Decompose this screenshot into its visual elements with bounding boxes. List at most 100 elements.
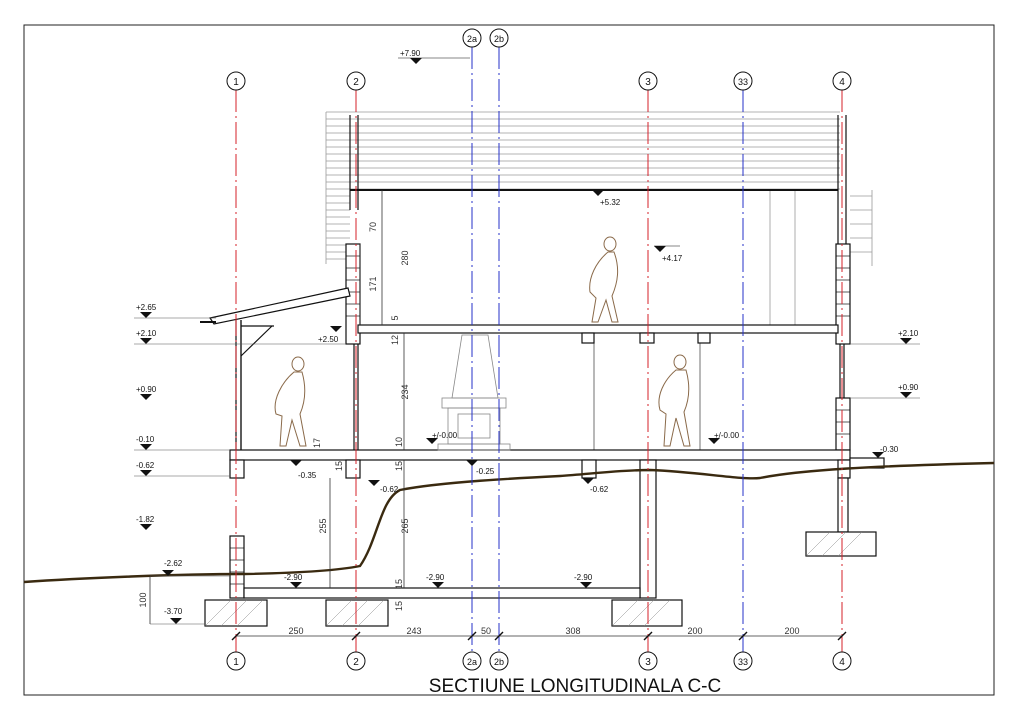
axis-marker-1-bottom: 1 (226, 651, 246, 671)
svg-text:+7.90: +7.90 (400, 49, 421, 58)
level-minus-1-82: -1.82 (136, 515, 155, 530)
svg-text:33: 33 (738, 657, 748, 667)
svg-text:+2.10: +2.10 (136, 329, 157, 338)
level-5-32: +5.32 (592, 190, 621, 207)
svg-text:-2.90: -2.90 (284, 573, 303, 582)
level-minus-2-90-a: -2.90 (284, 573, 303, 588)
level-0-90-left: +0.90 (136, 385, 157, 400)
svg-text:+4.17: +4.17 (662, 254, 683, 263)
level-reference-lines (134, 317, 920, 625)
svg-text:+0.90: +0.90 (136, 385, 157, 394)
svg-text:1: 1 (233, 77, 239, 88)
level-minus-0-35: -0.35 (290, 460, 317, 480)
axis-marker-3-top: 3 (638, 71, 658, 91)
svg-text:280: 280 (400, 250, 410, 265)
svg-text:265: 265 (400, 518, 410, 533)
svg-text:4: 4 (839, 77, 845, 88)
svg-text:-0.35: -0.35 (298, 471, 317, 480)
level-minus-2-90-b: -2.90 (426, 573, 445, 588)
dim-2a-2b: 50 (481, 626, 491, 636)
svg-text:255: 255 (318, 518, 328, 533)
axis-markers-top: 1 2 2a 2b 3 33 4 (226, 28, 852, 91)
svg-text:-2.62: -2.62 (164, 559, 183, 568)
level-0-00-a: +/-0.00 (426, 431, 458, 444)
person-figure-icons (274, 236, 691, 447)
dim-2-2a: 243 (406, 626, 421, 636)
svg-text:10: 10 (394, 437, 404, 447)
svg-text:-0.62: -0.62 (380, 485, 399, 494)
axis-markers-bottom: 1 2 2a 2b 3 33 4 (226, 651, 852, 671)
level-2-10-left: +2.10 (136, 329, 157, 344)
dim-3-33: 200 (687, 626, 702, 636)
drawing-title: SECTIUNE LONGITUDINALA C-C (429, 676, 721, 697)
svg-text:2a: 2a (467, 34, 477, 44)
svg-text:33: 33 (738, 77, 748, 87)
axis-marker-4-bottom: 4 (832, 651, 852, 671)
level-2-10-right: +2.10 (898, 329, 919, 344)
svg-text:3: 3 (645, 77, 651, 88)
level-markers: +7.90 +5.32 +4.17 +2.65 +2.50 +2.10 +2.1… (136, 49, 919, 624)
axis-marker-2b-bottom: 2b (489, 651, 509, 671)
vertical-dimension-labels: 70 280 171 5 12 234 10 17 15 15 255 265 … (138, 222, 410, 611)
axis-marker-2b-top: 2b (489, 28, 509, 48)
level-minus-0-10: -0.10 (136, 435, 155, 450)
vertical-dimension-lines (149, 190, 405, 624)
level-minus-0-30: -0.30 (872, 445, 899, 458)
level-minus-2-62: -2.62 (162, 559, 183, 576)
dim-2b-3: 308 (565, 626, 580, 636)
dim-1-2: 250 (288, 626, 303, 636)
level-minus-3-70: -3.70 (164, 607, 183, 624)
svg-text:2a: 2a (467, 657, 477, 667)
svg-text:-1.82: -1.82 (136, 515, 155, 524)
svg-text:+2.10: +2.10 (898, 329, 919, 338)
svg-text:2b: 2b (494, 34, 504, 44)
level-minus-0-62-right: -0.62 (582, 478, 609, 494)
axis-marker-2-top: 2 (346, 71, 366, 91)
svg-text:-0.62: -0.62 (590, 485, 609, 494)
axis-marker-1-top: 1 (226, 71, 246, 91)
svg-text:+2.50: +2.50 (318, 335, 339, 344)
level-7-90: +7.90 (398, 49, 470, 64)
terrain-line (23, 461, 995, 584)
svg-text:15: 15 (394, 579, 404, 589)
svg-text:15: 15 (394, 461, 404, 471)
svg-text:-0.30: -0.30 (880, 445, 899, 454)
level-minus-0-62-left: -0.62 (136, 461, 155, 476)
foundation-hatch (204, 531, 863, 627)
axis-marker-2a-top: 2a (462, 28, 482, 48)
svg-text:2: 2 (353, 77, 359, 88)
svg-text:5: 5 (390, 315, 400, 320)
level-2-50: +2.50 (318, 326, 342, 344)
level-0-90-right: +0.90 (898, 383, 919, 398)
level-minus-0-25: -0.25 (466, 460, 495, 476)
svg-text:15: 15 (394, 601, 404, 611)
roof-cladding (325, 111, 873, 325)
svg-text:-2.90: -2.90 (426, 573, 445, 582)
svg-text:-0.62: -0.62 (136, 461, 155, 470)
svg-text:12: 12 (390, 335, 400, 345)
svg-text:70: 70 (368, 222, 378, 232)
svg-text:+/-0.00: +/-0.00 (432, 431, 458, 440)
foundations (204, 531, 877, 627)
svg-text:100: 100 (138, 592, 148, 607)
level-minus-0-62-mid: -0.62 (368, 480, 399, 494)
svg-text:3: 3 (645, 657, 651, 668)
svg-text:1: 1 (233, 657, 239, 668)
axis-marker-3-bottom: 3 (638, 651, 658, 671)
attic-slab (357, 324, 839, 450)
svg-text:-0.10: -0.10 (136, 435, 155, 444)
svg-text:-3.70: -3.70 (164, 607, 183, 616)
fireplace (437, 334, 511, 451)
svg-text:-2.90: -2.90 (574, 573, 593, 582)
ground-slab (229, 449, 885, 599)
svg-text:234: 234 (400, 384, 410, 399)
svg-text:2: 2 (353, 657, 359, 668)
axis-lines (235, 47, 843, 652)
sheet-frame (23, 24, 995, 696)
svg-text:17: 17 (312, 438, 322, 448)
porch-canopy (200, 287, 351, 450)
svg-text:+/-0.00: +/-0.00 (714, 431, 740, 440)
bottom-dimension-chain: 250 243 50 308 200 200 (231, 626, 847, 641)
